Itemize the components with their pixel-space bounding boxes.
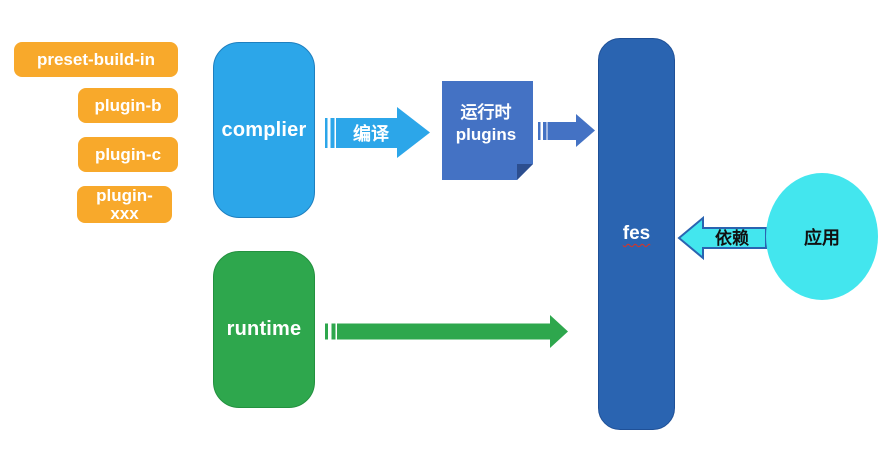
node-plugin-b: plugin-b xyxy=(78,88,178,123)
plugins-to-fes-arrow xyxy=(538,114,595,147)
arrow-stripe xyxy=(330,118,335,148)
runtime-plugins-label-line1: 运行时 xyxy=(461,102,512,122)
arrow-stripe xyxy=(543,122,547,140)
fes-label: fes xyxy=(622,223,651,244)
folded-corner xyxy=(517,164,533,180)
node-complier: complier xyxy=(213,42,315,218)
app-label: 应用 xyxy=(804,227,840,248)
folded-note-body xyxy=(442,81,533,180)
arrow-shaft xyxy=(336,118,398,148)
arrow-stripe xyxy=(331,323,336,340)
runtime-label: runtime xyxy=(226,318,302,340)
complier-label: complier xyxy=(221,118,307,141)
node-plugin-xxx: plugin-xxx xyxy=(77,186,172,223)
depends-arrow: 依赖 xyxy=(677,215,767,261)
depends-arrow-label: 依赖 xyxy=(715,228,749,248)
node-preset-build-in: preset-build-in xyxy=(14,42,178,77)
arrow-shaft xyxy=(547,122,577,140)
arrow-head xyxy=(397,107,430,158)
arrow-stripe xyxy=(325,118,328,148)
arrow-head xyxy=(576,114,595,147)
node-fes: fes xyxy=(598,38,675,430)
runtime-plugins-shape: 运行时 plugins xyxy=(442,81,533,180)
node-runtime: runtime xyxy=(213,251,315,408)
compile-arrow-label: 编译 xyxy=(353,123,390,144)
runtime-plugins-label-line2: plugins xyxy=(456,125,516,144)
compile-arrow: 编译 xyxy=(325,107,430,158)
node-plugin-c: plugin-c xyxy=(78,137,178,172)
arrow-head xyxy=(550,315,568,348)
arrow-shaft xyxy=(337,323,550,340)
arrow-stripe xyxy=(325,323,328,340)
runtime-to-fes-arrow xyxy=(325,315,568,348)
arrow-stripe xyxy=(538,122,541,140)
node-app: 应用 xyxy=(766,173,878,300)
